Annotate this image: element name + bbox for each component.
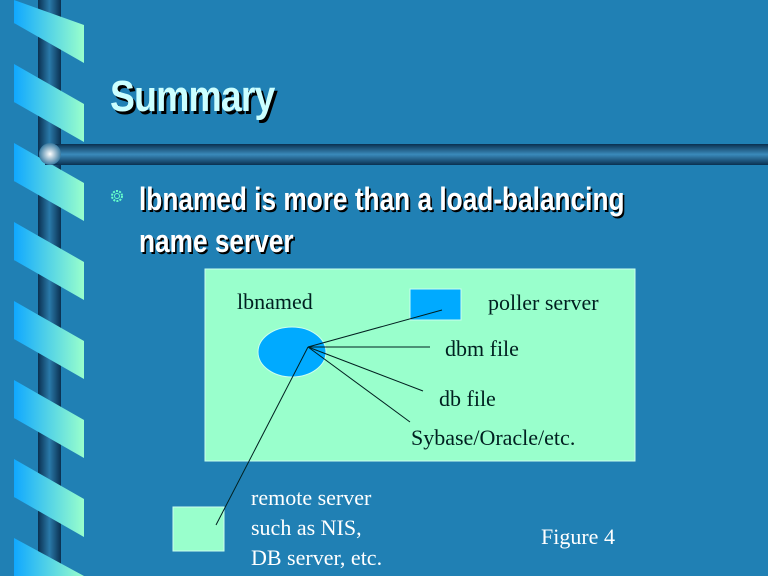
label-sybase: Sybase/Oracle/etc.: [411, 425, 576, 450]
link-poller: [307, 309, 443, 348]
poller-server-node: [409, 288, 462, 321]
bullet-line-2: name server: [139, 223, 294, 259]
lbnamed-node: [257, 326, 327, 378]
label-lbnamed: lbnamed: [237, 289, 313, 314]
link-sybase: [307, 346, 411, 423]
link-db: [307, 346, 424, 392]
label-dbm: dbm file: [445, 336, 519, 361]
ribbon-segment: [14, 64, 84, 142]
remote-server-node: [172, 506, 225, 552]
remote-line-3: DB server, etc.: [251, 545, 383, 570]
label-remote: remote server such as NIS, DB server, et…: [251, 483, 382, 573]
remote-line-2: such as NIS,: [251, 515, 362, 540]
bullet-text: lbnamed is more than a load-balancing na…: [139, 178, 625, 262]
ribbon-segment: [14, 380, 84, 458]
figure-caption: Figure 4: [541, 524, 615, 549]
slide-title: Summary: [110, 72, 275, 121]
ribbon-segment: [14, 538, 84, 576]
ribbon-segment: [14, 222, 84, 300]
ribbon-segment: [14, 0, 84, 63]
ribbon-segment: [14, 301, 84, 379]
ribbon-segment: [14, 143, 84, 221]
remote-line-1: remote server: [251, 485, 372, 510]
label-db: db file: [439, 386, 496, 411]
link-remote: [215, 346, 309, 526]
bullet-sun-icon: [111, 190, 123, 202]
bullet-line-1: lbnamed is more than a load-balancing: [139, 181, 625, 217]
ribbon-segment: [14, 459, 84, 537]
label-poller: poller server: [488, 290, 599, 315]
